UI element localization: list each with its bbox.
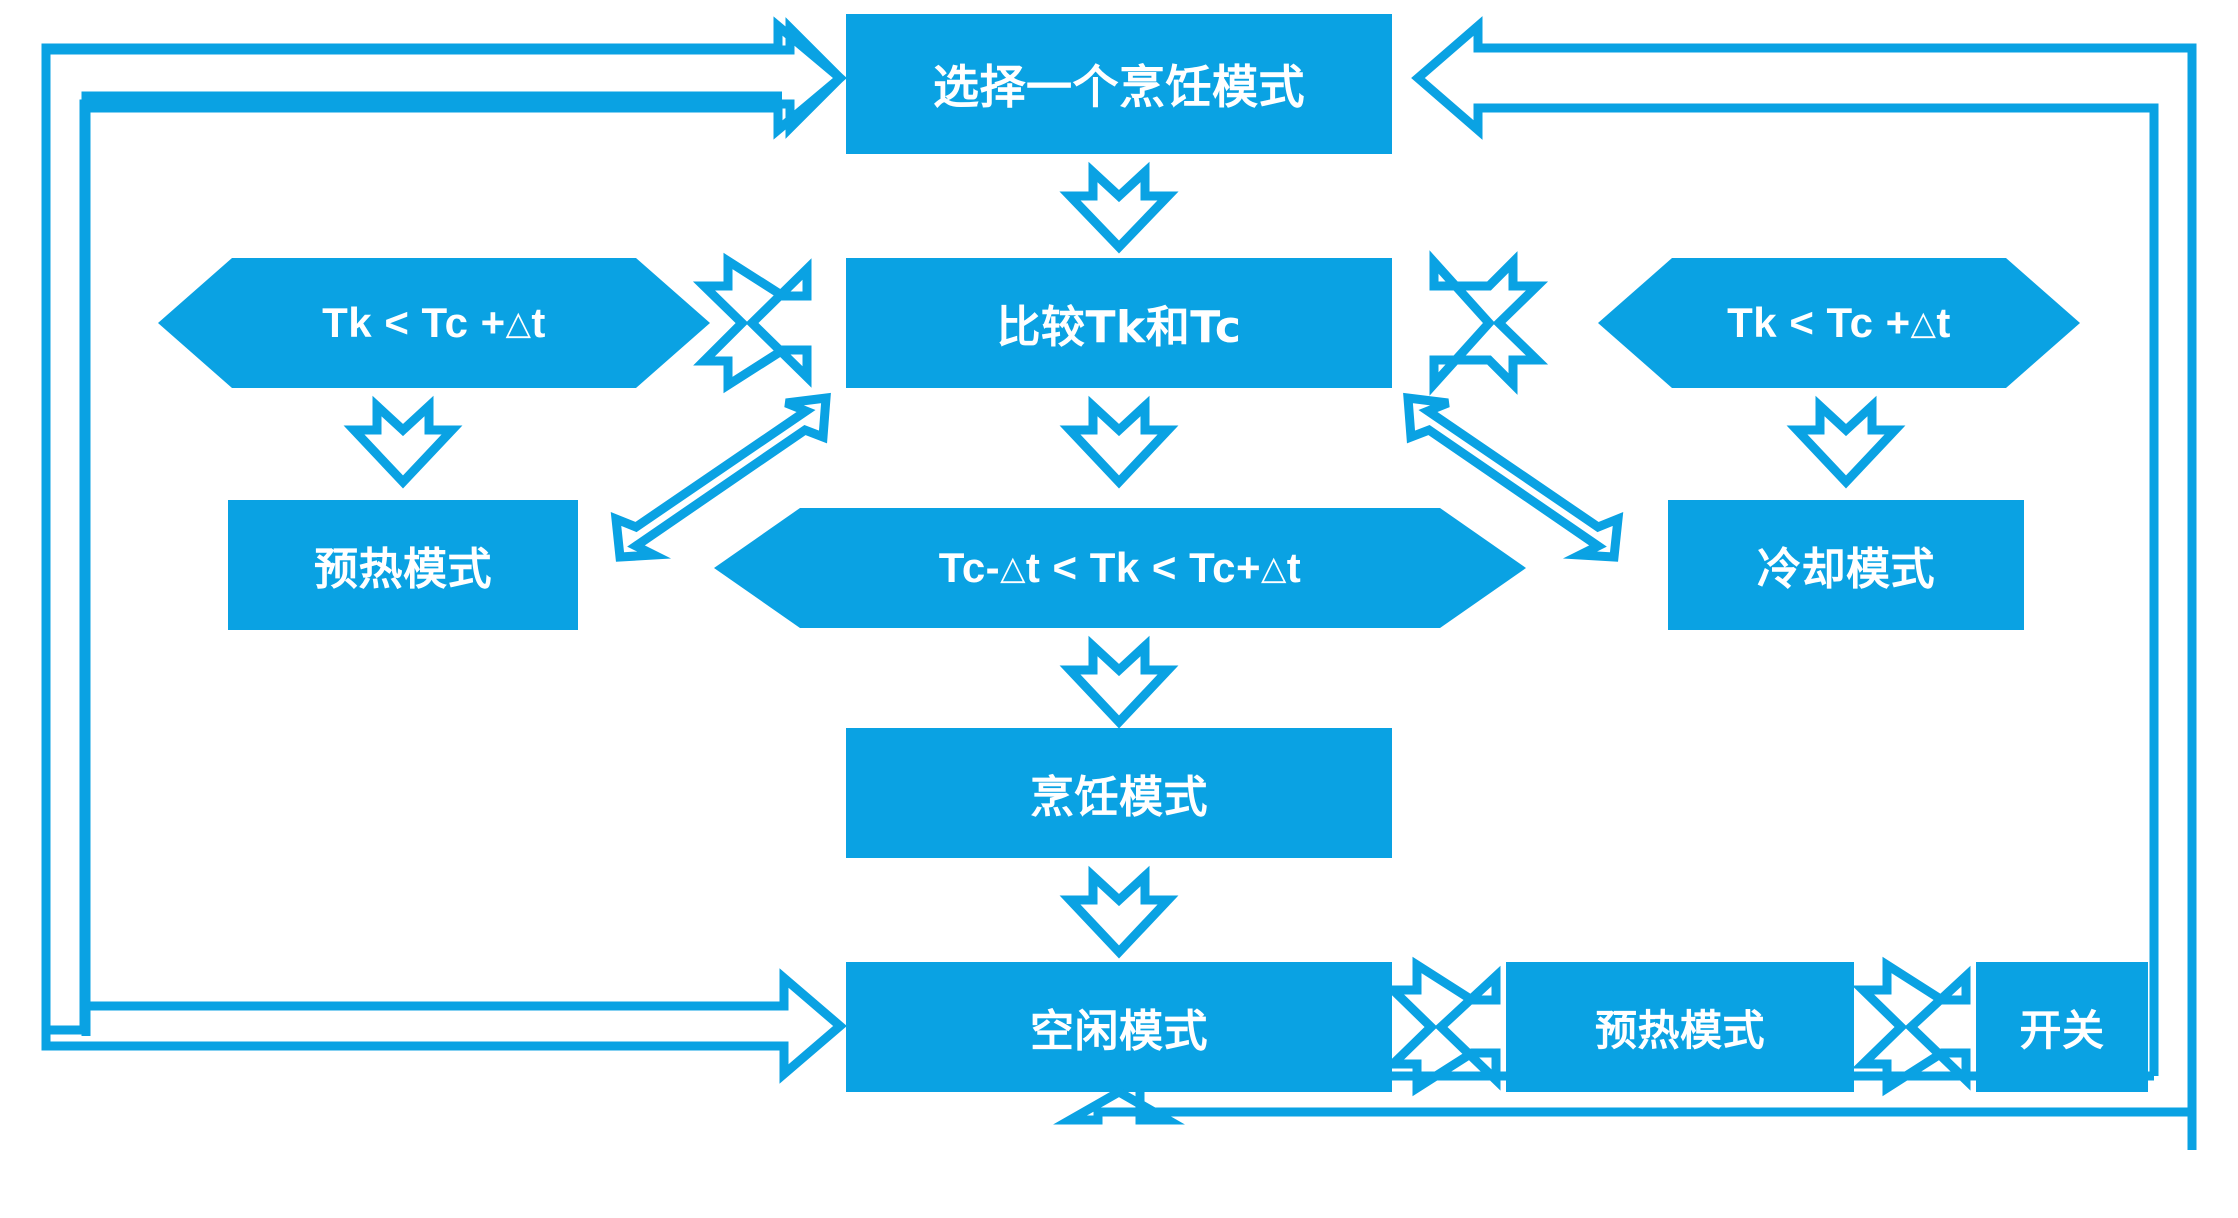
arrow-preheat-bottom-to-idle: [1381, 956, 1501, 1097]
arrow-compare-to-cond-left: [692, 252, 812, 394]
node-shape-select-mode[interactable]: [846, 14, 1392, 154]
node-shape-cond-mid[interactable]: [714, 508, 1526, 628]
arrow-cond-right-to-cooling: [1786, 395, 1906, 489]
node-shape-preheat-left[interactable]: [228, 500, 578, 630]
loop-right-into-select: [1411, 16, 2197, 1150]
arrow-compare-to-cond-right: [1429, 250, 1549, 396]
arrow-cond-mid-to-cooking: [1059, 635, 1179, 729]
node-shape-preheat-bottom[interactable]: [1506, 962, 1854, 1092]
arrow-cond-left-to-preheat: [343, 395, 463, 489]
node-shape-cooling-right[interactable]: [1668, 500, 2024, 630]
arrow-select-to-compare: [1059, 161, 1179, 254]
loop-bottom-left-into-idle: [41, 968, 847, 1084]
arrow-compare-to-cond-mid: [1059, 395, 1179, 489]
loop-nested-left-second: [81, 91, 782, 1006]
loop-right-bottom-into-idle: [1053, 1071, 2192, 1125]
arrow-cond-mid-to-compare-diagonal-right: [1403, 392, 1624, 562]
node-shape-switch[interactable]: [1976, 962, 2148, 1092]
arrow-cond-mid-to-compare-diagonal-left: [610, 392, 831, 562]
node-shape-cond-right[interactable]: [1598, 258, 2080, 388]
node-shape-idle[interactable]: [846, 962, 1392, 1092]
arrow-switch-to-preheat-bottom: [1851, 956, 1971, 1097]
node-shape-cooking[interactable]: [846, 728, 1392, 858]
node-shape-compare[interactable]: [846, 258, 1392, 388]
arrow-cooking-to-idle: [1059, 865, 1179, 959]
loop-outer-left-to-select: [41, 16, 848, 1036]
node-shape-cond-left[interactable]: [158, 258, 710, 388]
